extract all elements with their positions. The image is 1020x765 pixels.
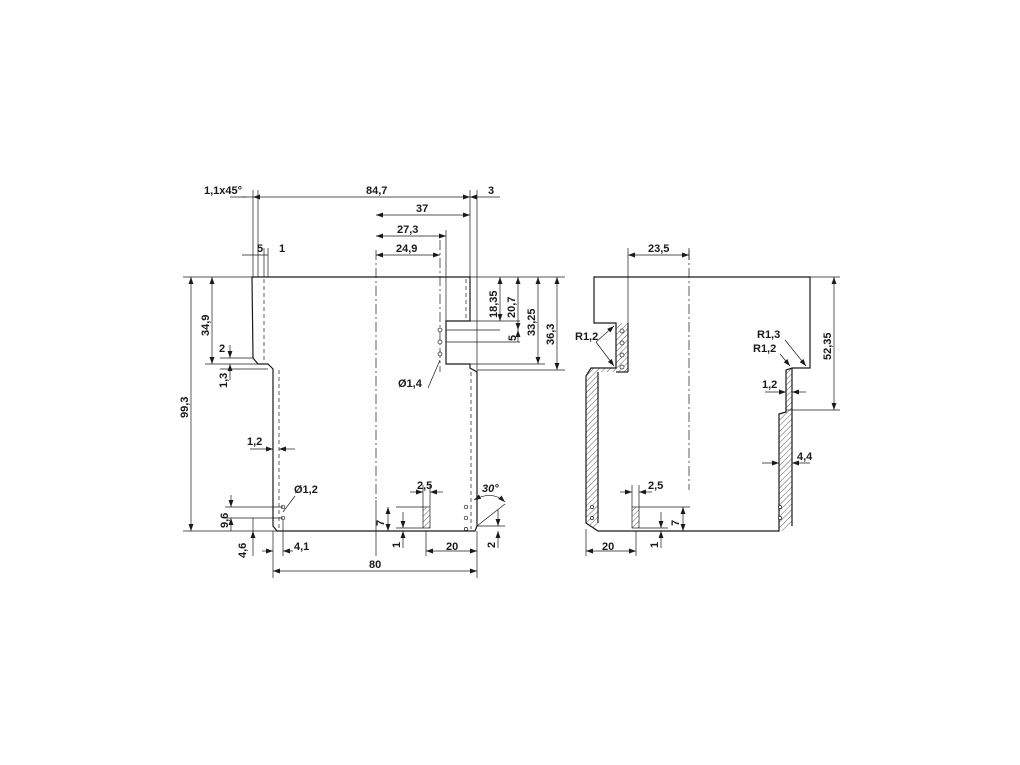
side-hole	[619, 364, 625, 370]
dim-label-4-6: 4,6	[237, 543, 249, 558]
dim-label-18-35: 18,35	[488, 290, 500, 318]
dim-label-r1-2-right: R1,2	[753, 343, 776, 355]
dim-label-2-right: 2	[486, 542, 498, 548]
dim-label-52-35: 52,35	[822, 332, 834, 360]
side-hole	[778, 505, 782, 509]
leader	[282, 495, 296, 513]
dim-label-20: 20	[446, 541, 458, 553]
dim-label-2: 2	[219, 343, 225, 355]
dim-label-slot-2-5: 2,5	[648, 480, 663, 492]
dim-label-hole-1-2: Ø1,2	[294, 484, 318, 496]
dim-label-r1-3: R1,3	[757, 329, 780, 341]
side-hole	[778, 516, 782, 520]
dim-label-1-bottom: 1	[391, 542, 403, 548]
front-hole	[464, 527, 468, 531]
dim-label-chamfer: 1,1x45°	[204, 185, 242, 197]
dim-label-37: 37	[416, 203, 428, 215]
dim-label-hole-1-4: Ø1,4	[398, 378, 423, 390]
side-slot	[632, 507, 639, 528]
side-hatch-right	[779, 368, 792, 531]
dim-label-24-9: 24,9	[396, 243, 417, 255]
side-hatch-left	[586, 323, 628, 529]
dim-label-5-right: 5	[507, 335, 519, 341]
dim-label-slot-2-5: 2,5	[417, 480, 432, 492]
front-hole	[463, 504, 469, 510]
dim-label-4-4: 4,4	[797, 451, 813, 463]
side-view-outline	[585, 276, 811, 532]
side-view: 23,5 R1,2 R1,3 R1,2 52,35 1,2 4,4 2,5 20…	[575, 243, 840, 556]
leader	[784, 339, 807, 367]
front-hole	[437, 339, 443, 345]
front-slot-outline	[422, 506, 431, 529]
side-hole	[619, 352, 625, 358]
dim-label-80: 80	[369, 559, 381, 571]
angle-arc	[473, 494, 506, 503]
dim-label-angle-30: 30°	[482, 483, 499, 495]
side-hole	[590, 516, 594, 520]
front-slot	[423, 507, 430, 528]
leader	[779, 353, 791, 367]
front-view-outline	[251, 276, 478, 532]
side-slot-outline	[631, 506, 640, 529]
dim-label-36-3: 36,3	[545, 324, 557, 345]
side-hole	[619, 328, 625, 334]
front-hole	[437, 327, 443, 333]
dim-label-33-25: 33,25	[526, 308, 538, 336]
dim-label-4-1: 4,1	[294, 541, 309, 553]
side-hole	[619, 340, 625, 346]
dim-label-wall-1-2: 1,2	[247, 436, 262, 448]
dim-label-1-top: 1	[279, 243, 285, 255]
dim-label-27-3: 27,3	[397, 224, 418, 236]
side-hole	[590, 505, 594, 509]
front-hole	[463, 515, 469, 521]
dim-label-84-7: 84,7	[366, 185, 387, 197]
leader	[595, 325, 615, 343]
dim-label-9-6: 9,6	[219, 513, 231, 528]
dim-label-20-7: 20,7	[506, 297, 518, 318]
leader	[595, 341, 615, 367]
angle-line	[476, 503, 506, 527]
dim-label-7: 7	[670, 520, 682, 526]
dim-label-7: 7	[375, 520, 387, 526]
dim-label-1: 1	[649, 542, 661, 548]
front-hole	[437, 351, 443, 357]
dim-label-34-9: 34,9	[200, 315, 212, 336]
dim-label-1-3: 1,3	[218, 373, 230, 388]
dim-label-99-3: 99,3	[179, 397, 191, 418]
dim-label-5-top: 5	[257, 243, 263, 255]
dim-label-r1-2-left: R1,2	[575, 331, 598, 343]
dim-label-20: 20	[602, 541, 614, 553]
front-view: 1,1x45° 84,7 3 37 27,3 24,9 5 1 18,35 20…	[179, 185, 565, 578]
dim-label-3: 3	[488, 185, 494, 197]
dim-label-wall-1-2: 1,2	[762, 379, 777, 391]
dim-label-23-5: 23,5	[648, 243, 669, 255]
leader	[427, 359, 441, 389]
